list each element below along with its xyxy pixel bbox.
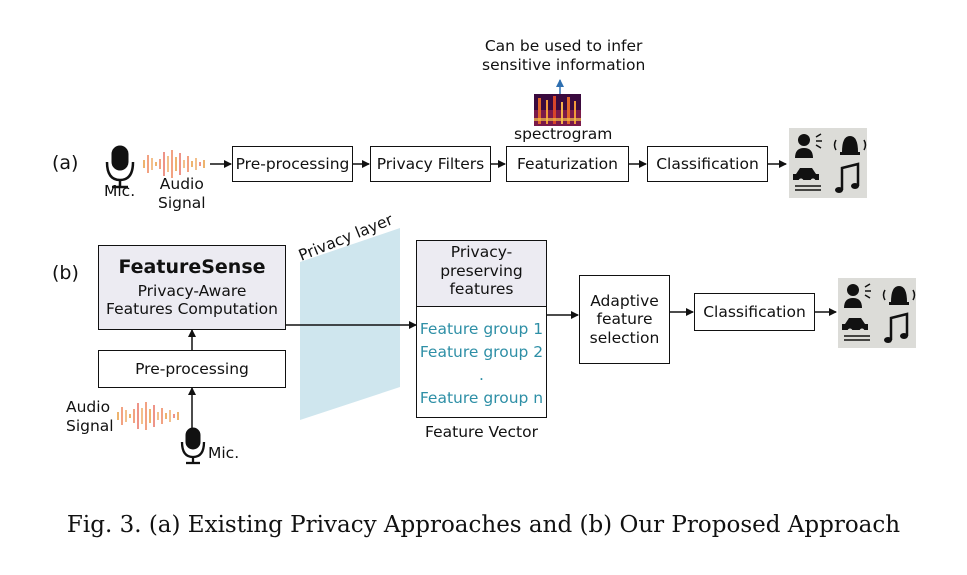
featuresense-box: FeatureSense Privacy-Aware Features Comp…: [98, 245, 286, 330]
alarm-icon: [882, 286, 916, 305]
audio-signal-label: Audio Signal: [158, 175, 206, 214]
feature-group-item: .: [479, 366, 484, 384]
inference-note-line-1: Can be used to infer: [484, 37, 643, 55]
featurization-box: Featurization: [506, 146, 629, 182]
feature-group-item: Feature group 1: [419, 320, 544, 338]
waveform-icon: [143, 150, 205, 178]
feature-vector-box: Privacy- preserving features Feature gro…: [416, 240, 547, 418]
class-icon-panel-a: [789, 128, 867, 198]
mic-label: Mic.: [104, 182, 136, 200]
audio-signal-line-1: Audio: [66, 398, 111, 416]
microphone-icon: [105, 145, 135, 189]
adaptive-line-2: feature: [596, 310, 653, 329]
adaptive-line-1: Adaptive: [590, 291, 659, 310]
privacy-filters-box: Privacy Filters: [370, 146, 491, 182]
audio-signal-line-2: Signal: [158, 194, 206, 213]
spectrogram-label: spectrogram: [514, 125, 613, 143]
feature-vector-label: Feature Vector: [425, 423, 538, 441]
inference-note: Can be used to infer sensitive informati…: [482, 37, 645, 76]
music-icon: [884, 312, 909, 343]
audio-signal-line-2: Signal: [66, 417, 114, 436]
feature-group-item: Feature group n: [419, 389, 544, 407]
preprocessing-box-b: Pre-processing: [98, 350, 286, 388]
feature-group-list: Feature group 1 Feature group 2 . Featur…: [417, 307, 546, 410]
header-line-3: features: [449, 280, 514, 299]
feature-group-item: Feature group 2: [419, 343, 544, 361]
adaptive-selection-box: Adaptive feature selection: [579, 275, 670, 364]
feature-vector-header: Privacy- preserving features: [417, 241, 546, 307]
mic-label-b: Mic.: [208, 444, 240, 462]
alarm-icon: [833, 136, 867, 155]
figure-caption: Fig. 3. (a) Existing Privacy Approaches …: [66, 512, 901, 538]
audio-signal-label-b: Audio Signal: [66, 398, 114, 437]
adaptive-line-3: selection: [589, 328, 660, 347]
inference-note-line-2: sensitive information: [482, 56, 646, 75]
row-a-label: (a): [52, 152, 79, 174]
privacy-layer-plane: [300, 228, 400, 420]
featuresense-title: FeatureSense: [118, 256, 266, 278]
header-line-1: Privacy-: [450, 243, 513, 261]
microphone-icon: [180, 427, 206, 465]
classification-box-b: Classification: [694, 293, 815, 331]
car-icon: [793, 168, 821, 191]
waveform-icon: [117, 402, 179, 430]
featuresense-subtitle-2: Features Computation: [106, 300, 278, 319]
speaking-person-icon: [795, 133, 822, 158]
header-line-2: preserving: [440, 261, 523, 280]
class-icon-panel-b: [838, 278, 916, 348]
audio-signal-line-1: Audio: [159, 175, 204, 193]
speaking-person-icon: [844, 283, 871, 308]
featuresense-subtitle-1: Privacy-Aware: [137, 281, 247, 300]
spectrogram-image: [534, 94, 581, 126]
music-icon: [835, 162, 860, 193]
row-b-label: (b): [52, 262, 79, 284]
preprocessing-box: Pre-processing: [232, 146, 353, 182]
car-icon: [842, 318, 870, 341]
classification-box: Classification: [647, 146, 768, 182]
